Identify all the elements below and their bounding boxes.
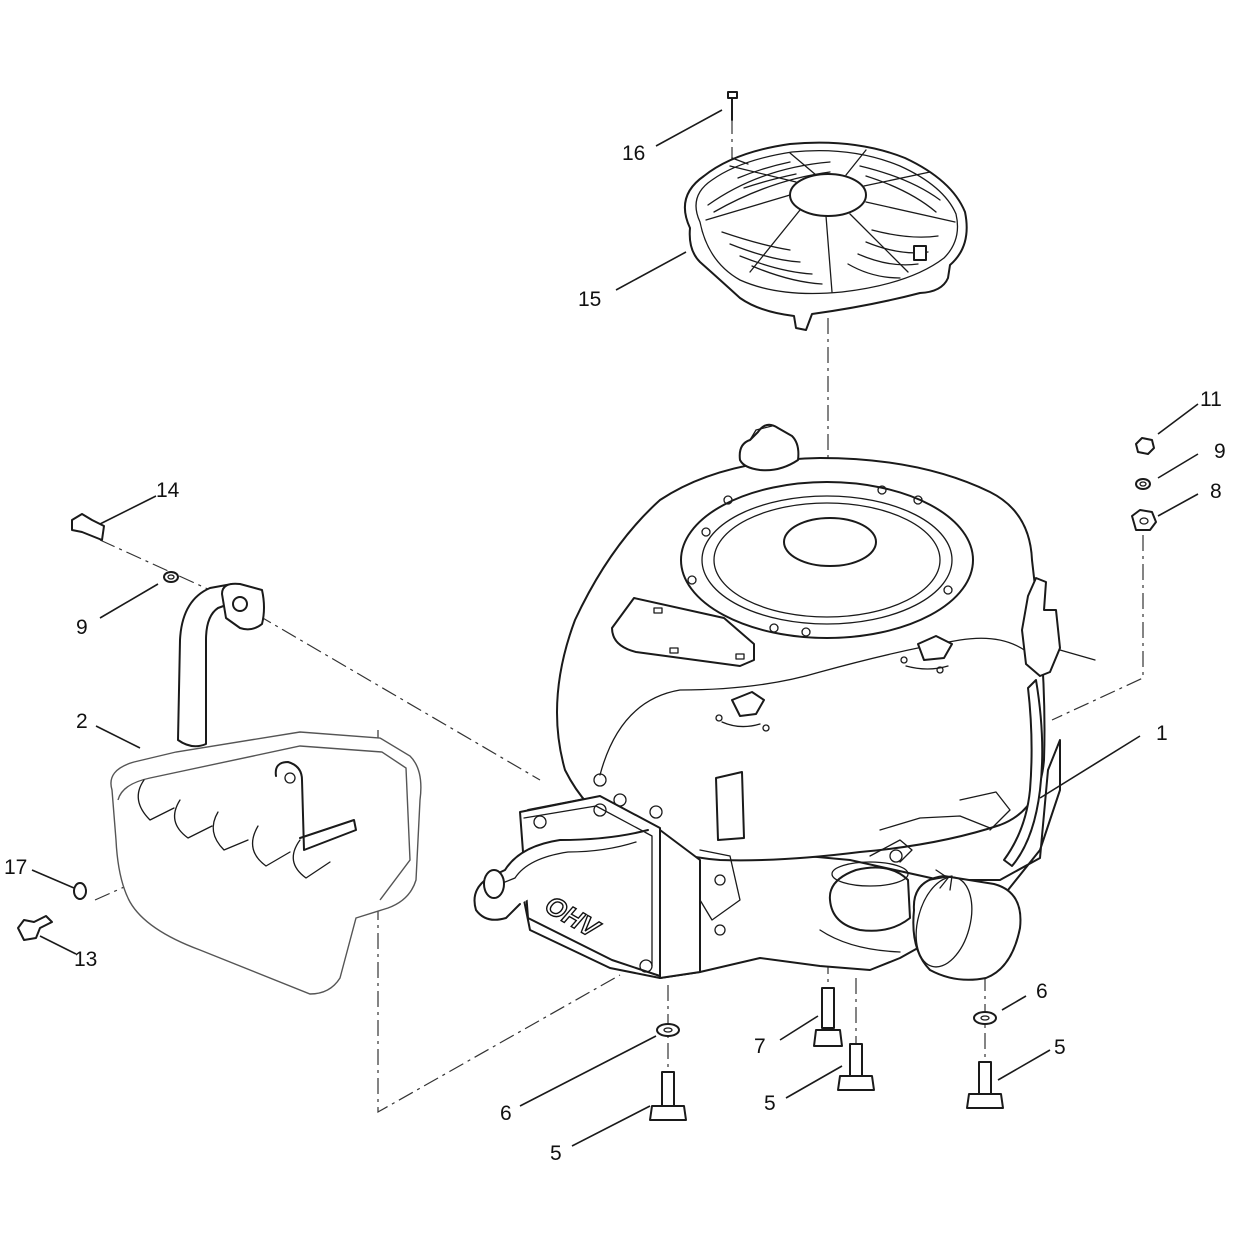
bolt xyxy=(813,987,843,1047)
callout-5-middle: 5 xyxy=(764,1092,776,1115)
callout-17: 17 xyxy=(4,856,27,879)
callout-6-left: 6 xyxy=(500,1102,512,1125)
screw xyxy=(727,91,738,121)
callout-15: 15 xyxy=(578,288,601,311)
callout-6-right: 6 xyxy=(1036,980,1048,1003)
bolt xyxy=(71,513,105,541)
fan-guard xyxy=(683,141,968,331)
washer xyxy=(656,1023,680,1037)
callout-8: 8 xyxy=(1210,480,1222,503)
flange-bolt xyxy=(17,915,53,941)
callout-13: 13 xyxy=(74,948,97,971)
flange-bolt xyxy=(837,1043,875,1091)
washer xyxy=(973,1011,997,1025)
callout-1: 1 xyxy=(1156,722,1168,745)
callout-2: 2 xyxy=(76,710,88,733)
lock-washer xyxy=(163,571,179,583)
callout-11: 11 xyxy=(1200,388,1222,411)
callout-9-right: 9 xyxy=(1214,440,1226,463)
washer xyxy=(73,882,87,900)
callout-16: 16 xyxy=(622,142,645,165)
callout-labels: 16 15 11 9 8 14 9 2 1 17 13 6 7 5 6 5 5 xyxy=(4,142,1226,1165)
hex-nut xyxy=(1135,437,1155,455)
callout-9-left: 9 xyxy=(76,616,88,639)
engine-assembly: OHV xyxy=(473,423,1096,981)
callout-7: 7 xyxy=(754,1035,766,1058)
muffler xyxy=(110,582,422,995)
callout-5-right: 5 xyxy=(1054,1036,1066,1059)
callout-leaders xyxy=(31,109,1199,1147)
callout-5-left: 5 xyxy=(550,1142,562,1165)
flange-nut xyxy=(1131,509,1157,531)
lock-washer xyxy=(1135,478,1151,490)
flange-bolt xyxy=(649,1071,687,1121)
flange-bolt xyxy=(966,1061,1004,1109)
callout-14: 14 xyxy=(156,479,180,502)
